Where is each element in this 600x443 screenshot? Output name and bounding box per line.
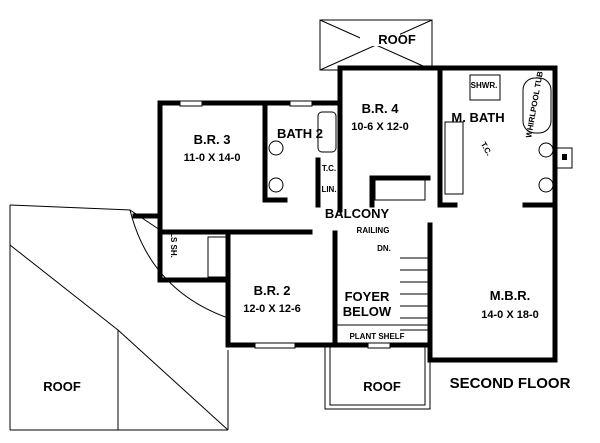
railing-label: RAILING xyxy=(357,226,390,235)
mbr-size: 14-0 X 18-0 xyxy=(481,309,538,321)
roof-bottom-label: ROOF xyxy=(363,379,401,394)
br3-name: B.R. 3 xyxy=(194,132,231,147)
br2-size: 12-0 X 12-6 xyxy=(243,303,300,315)
roof-top-label: ROOF xyxy=(378,32,416,47)
mbath-label: M. BATH xyxy=(451,110,504,125)
plan-title: SECOND FLOOR xyxy=(450,375,571,392)
shower-label: SHWR. xyxy=(471,81,498,90)
bottom-roof xyxy=(324,346,431,410)
br4-size: 10-6 X 12-0 xyxy=(351,121,408,133)
foyer-below-label: BELOW xyxy=(343,304,392,319)
tc1-label: T.C. xyxy=(322,164,336,173)
mbr-name: M.B.R. xyxy=(490,288,530,303)
walls xyxy=(132,65,558,363)
linen-shelf-label: LS SH. xyxy=(169,232,178,258)
left-roof xyxy=(9,204,229,431)
br4-name: B.R. 4 xyxy=(362,101,400,116)
linen-label: LIN. xyxy=(321,185,336,194)
tc2-label: T.C. xyxy=(479,140,494,157)
fixtures xyxy=(179,74,573,349)
br2-name: B.R. 2 xyxy=(254,283,291,298)
br3-size: 11-0 X 14-0 xyxy=(184,152,241,164)
plant-shelf-label: PLANT SHELF xyxy=(349,332,404,341)
balcony-label: BALCONY xyxy=(325,206,390,221)
foyer-label: FOYER xyxy=(345,289,390,304)
down-label: DN. xyxy=(377,244,391,253)
bath2-label: BATH 2 xyxy=(277,126,323,141)
roof-left-label: ROOF xyxy=(43,379,81,394)
